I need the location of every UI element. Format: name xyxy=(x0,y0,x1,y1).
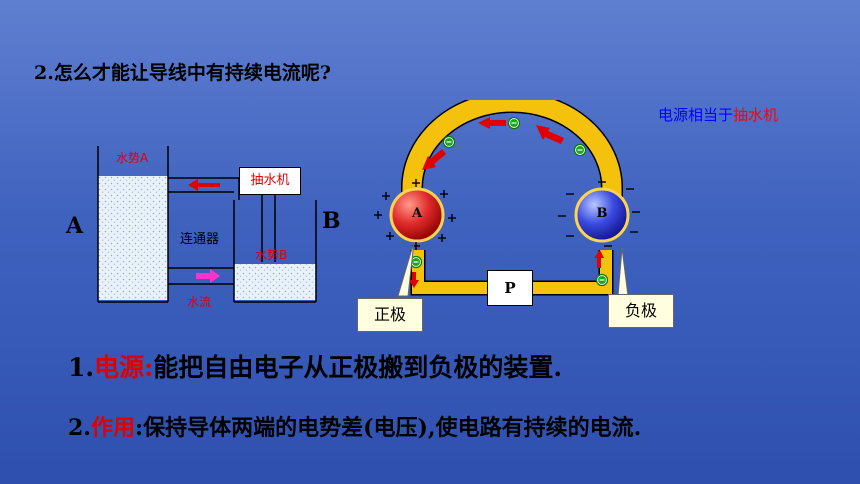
statement-2-text: :保持导体两端的电势差(电压),使电路有持续的电流. xyxy=(134,415,642,441)
statement-1-term: 电源: xyxy=(94,353,154,382)
down-arrow-icon xyxy=(409,272,419,288)
question-title: 2.怎么才能让导线中有持续电流呢? xyxy=(34,62,331,84)
arch-arrow-icon xyxy=(478,117,506,129)
tank-b-label: 水势B xyxy=(255,248,288,262)
pump-box: 抽水机 xyxy=(239,167,301,195)
pump-arrow-icon xyxy=(188,179,220,191)
analogy-part1: 电源相当于 xyxy=(658,106,734,124)
statement-2: 2.作用:保持导体两端的电势差(电压),使电路有持续的电流. xyxy=(68,410,641,442)
negative-callout: 负极 xyxy=(608,294,674,328)
sphere-b-label: B xyxy=(596,206,608,221)
flow-label: 水流 xyxy=(187,295,212,309)
water-tank-diagram xyxy=(97,146,317,303)
tank-b-water xyxy=(234,264,316,300)
load-box: P xyxy=(487,270,533,306)
arch-wire xyxy=(402,100,622,212)
statement-1: 1.电源:能把自由电子从正极搬到负极的装置. xyxy=(68,348,562,384)
analogy-note: 电源相当于抽水机 xyxy=(658,104,778,125)
arch-arrow-icon xyxy=(422,149,446,170)
statement-1-text: 能把自由电子从正极搬到负极的装置. xyxy=(153,353,563,382)
sphere-a-label: A xyxy=(411,206,423,221)
analogy-part2: 抽水机 xyxy=(733,106,779,124)
arch-arrow-icon xyxy=(536,125,564,144)
statement-1-number: 1. xyxy=(68,353,95,382)
water-label-a: A xyxy=(66,213,84,239)
connector-label: 连通器 xyxy=(180,232,220,247)
circuit-label-b: B xyxy=(322,208,341,234)
statement-2-number: 2. xyxy=(68,415,91,441)
tank-a-water xyxy=(98,176,168,300)
positive-callout: 正极 xyxy=(357,298,423,332)
up-arrow-icon xyxy=(594,250,604,268)
flow-arrow-icon xyxy=(196,269,220,283)
statement-2-term: 作用 xyxy=(90,415,135,441)
tank-a-label: 水势A xyxy=(116,151,149,165)
sphere-b xyxy=(574,187,630,243)
sphere-a xyxy=(389,187,445,243)
